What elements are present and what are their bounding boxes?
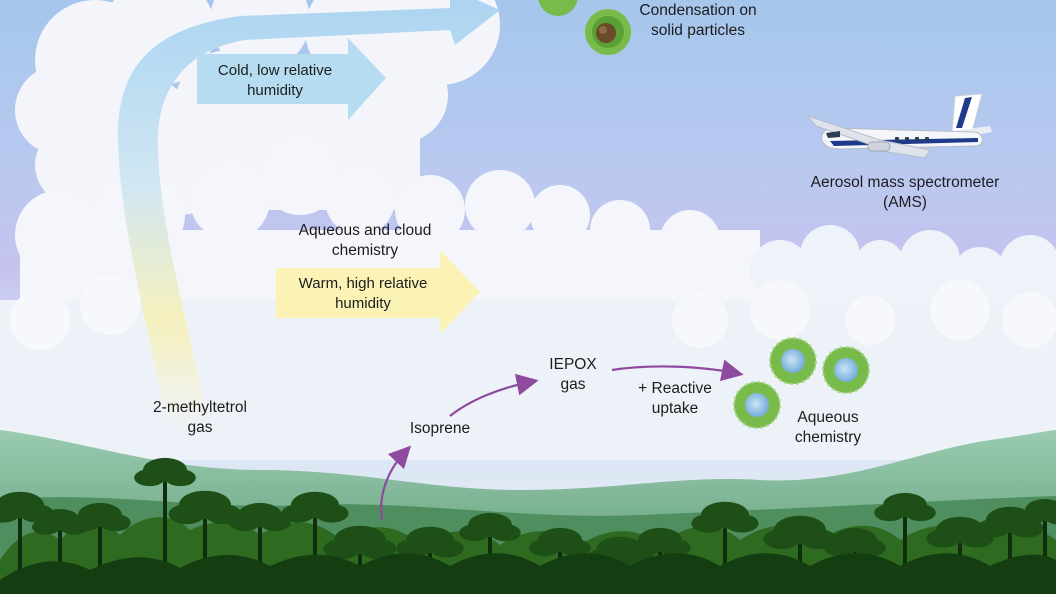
ams-label: Aerosol mass spectrometer (AMS): [795, 173, 1015, 213]
aqueous-cloud-line-1: Aqueous and cloud: [298, 222, 432, 239]
tree-icon: [763, 515, 837, 594]
isoprene-label: Isoprene: [395, 419, 485, 439]
reactive-uptake-label: + Reactive uptake: [625, 379, 725, 419]
reactive-uptake-line-2: uptake: [651, 400, 699, 417]
tree-icon: [134, 457, 196, 594]
iepox-label: IEPOX gas: [538, 355, 608, 395]
reactive-uptake-line-1: + Reactive: [638, 380, 712, 397]
tree-icon: [0, 491, 54, 594]
tree-icon: [229, 502, 291, 594]
aqueous-cloud-label: Aqueous and cloud chemistry: [280, 221, 450, 261]
particle-icon: [585, 9, 631, 55]
cold-arrow-label: Cold, low relative humidity: [200, 61, 350, 101]
isoprene-to-iepox-arrow: [449, 373, 539, 417]
ams-line-1: Aerosol mass spectrometer: [810, 174, 1000, 191]
aqueous-chemistry-line-1: Aqueous: [797, 409, 859, 426]
tree-icon: [874, 492, 936, 594]
aqueous-chemistry-label: Aqueous chemistry: [778, 408, 878, 448]
aqueous-chemistry-line-2: chemistry: [794, 429, 862, 446]
methyltetrol-line-1: 2-methyltetrol: [153, 399, 247, 416]
forest-front-canopy: [0, 553, 1056, 594]
isoprene-emission-arrow: [380, 445, 412, 521]
tree-icon: [69, 502, 131, 594]
warm-line-1: Warm, high relative: [298, 275, 428, 292]
aqueous-particle: [769, 337, 817, 385]
condensation-line-1: Condensation on: [639, 2, 757, 19]
condensation-label: Condensation on solid particles: [628, 1, 768, 41]
aqueous-cloud-line-2: chemistry: [331, 242, 399, 259]
tree-icon: [691, 501, 759, 594]
solid-particle-top: [538, 0, 578, 16]
warm-arrow: [276, 250, 480, 334]
tree-icon: [323, 525, 397, 594]
airplane-icon: [806, 93, 992, 159]
iepox-line-1: IEPOX: [549, 356, 597, 373]
lower-cloud: [10, 275, 1056, 350]
isoprene-text: Isoprene: [409, 420, 471, 437]
cold-arrow: [197, 38, 386, 120]
iepox-line-2: gas: [560, 376, 586, 393]
cold-line-2: humidity: [247, 82, 303, 99]
tree-icon: [529, 527, 591, 594]
condensation-line-2: solid particles: [651, 22, 745, 39]
cold-line-1: Cold, low relative: [217, 62, 333, 79]
warm-line-2: humidity: [335, 295, 391, 312]
reactive-uptake-arrow: [611, 359, 744, 382]
aqueous-particle: [733, 381, 781, 429]
forest: [0, 457, 1056, 594]
ams-line-2: (AMS): [883, 194, 927, 211]
aqueous-particles: [733, 337, 870, 429]
aqueous-particle: [822, 346, 870, 394]
tree-icon: [926, 516, 994, 594]
tree-icon: [281, 491, 349, 594]
methyltetrol-line-2: gas: [187, 419, 213, 436]
warm-arrow-label: Warm, high relative humidity: [283, 274, 443, 314]
methyltetrol-label: 2-methyltetrol gas: [140, 398, 260, 438]
tree-icon: [1017, 499, 1056, 594]
